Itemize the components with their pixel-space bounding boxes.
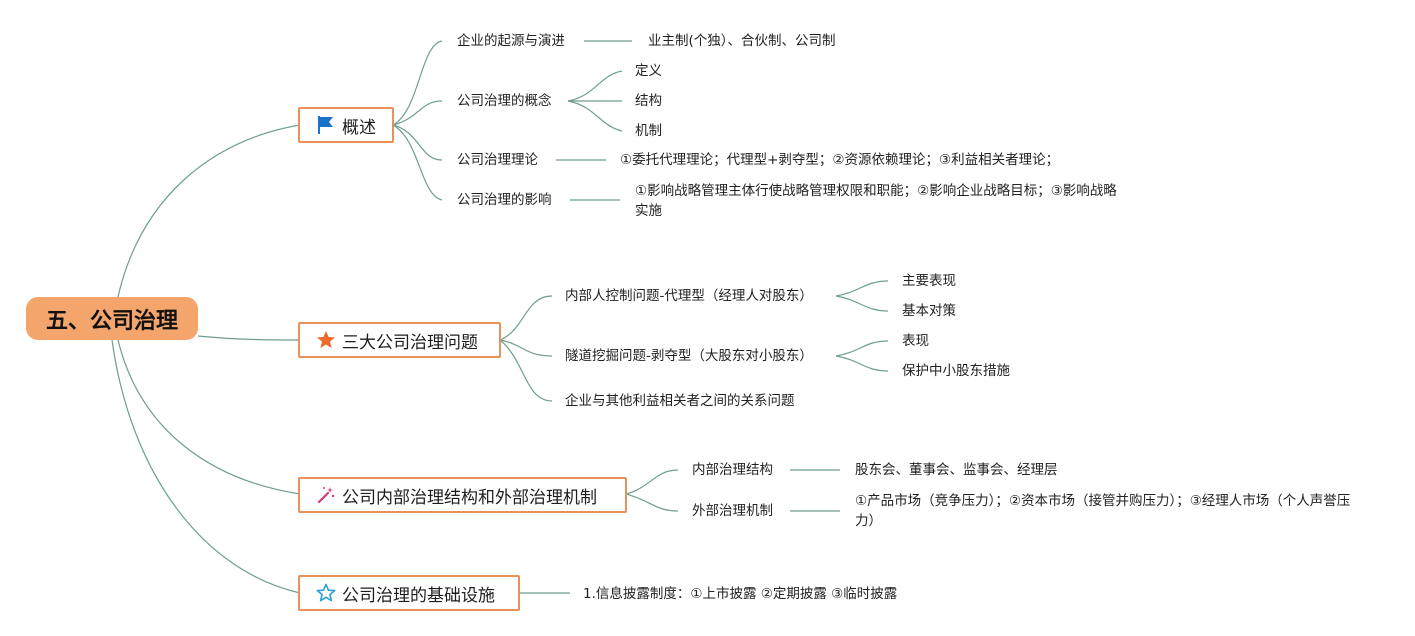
node-disclosure-label: 1.信息披露制度：①上市披露 ②定期披露 ③临时披露	[583, 586, 898, 602]
connector-overview-2	[392, 100, 443, 126]
root-label: 五、公司治理	[45, 308, 178, 334]
connector-insider-1	[835, 280, 889, 297]
node-external-mechanism[interactable]: 外部治理机制	[692, 501, 773, 521]
node-origin-label: 企业的起源与演进	[457, 33, 565, 49]
branch-issues[interactable]: 三大公司治理问题	[298, 322, 501, 358]
branch-issues-label: 三大公司治理问题	[342, 332, 478, 353]
node-concept-mechanism-label: 机制	[635, 123, 662, 139]
node-impact-label: 公司治理的影响	[457, 192, 552, 208]
flag-icon	[316, 115, 336, 135]
branch-structure-label: 公司内部治理结构和外部治理机制	[342, 487, 597, 508]
connector-issues-1	[499, 295, 553, 341]
node-internal-structure-label: 内部治理结构	[692, 462, 773, 478]
node-theory-label: 公司治理理论	[457, 152, 538, 168]
branch-overview[interactable]: 概述	[298, 107, 394, 143]
node-insider-measures[interactable]: 基本对策	[902, 301, 956, 321]
node-insider-main[interactable]: 主要表现	[902, 271, 956, 291]
branch-infrastructure[interactable]: 公司治理的基础设施	[298, 575, 520, 611]
root-node[interactable]: 五、公司治理	[26, 297, 198, 340]
node-concept-structure-label: 结构	[635, 93, 662, 109]
node-concept-structure[interactable]: 结构	[635, 91, 662, 111]
node-origin-detail[interactable]: 业主制(个独）、合伙制、公司制	[648, 31, 836, 51]
connector-overview-4	[392, 124, 443, 201]
node-concept[interactable]: 公司治理的概念	[457, 91, 552, 111]
node-disclosure[interactable]: 1.信息披露制度：①上市披露 ②定期披露 ③临时披露	[583, 584, 897, 604]
branch-infrastructure-label: 公司治理的基础设施	[342, 585, 495, 606]
node-tunneling-protect[interactable]: 保护中小股东措施	[902, 361, 1010, 381]
node-internal-detail[interactable]: 股东会、董事会、监事会、经理层	[855, 460, 1058, 480]
node-origin-detail-text: 业主制(个独）、合伙制、公司制	[648, 33, 836, 49]
node-external-detail-text: ①产品市场（竞争压力）；②资本市场（接管并购压力）；③经理人市场（个人声誉压力）	[855, 493, 1351, 529]
star-outline-icon	[316, 583, 336, 603]
node-origin[interactable]: 企业的起源与演进	[457, 31, 565, 51]
connector-overview-3	[392, 124, 443, 161]
star-icon	[316, 330, 336, 350]
node-theory[interactable]: 公司治理理论	[457, 150, 538, 170]
connector-structure-1	[625, 469, 679, 495]
node-tunneling-manifest-label: 表现	[902, 333, 929, 349]
node-insider-main-label: 主要表现	[902, 273, 956, 289]
node-insider-control-label: 内部人控制问题-代理型（经理人对股东）	[565, 288, 813, 304]
node-insider-measures-label: 基本对策	[902, 303, 956, 319]
node-tunneling-manifest[interactable]: 表现	[902, 331, 929, 351]
node-external-detail[interactable]: ①产品市场（竞争压力）；②资本市场（接管并购压力）；③经理人市场（个人声誉压力）	[855, 491, 1355, 531]
node-internal-structure[interactable]: 内部治理结构	[692, 460, 773, 480]
connector-issues-3	[499, 339, 553, 402]
node-concept-label: 公司治理的概念	[457, 93, 552, 109]
node-theory-detail[interactable]: ①委托代理理论；代理型+剥夺型；②资源依赖理论；③利益相关者理论；	[620, 150, 1059, 170]
node-concept-definition-label: 定义	[635, 63, 662, 79]
branch-overview-label: 概述	[342, 117, 376, 138]
node-stakeholders[interactable]: 企业与其他利益相关者之间的关系问题	[565, 391, 795, 411]
connector-tunnel-2	[835, 355, 889, 372]
connector-root-infra	[111, 339, 301, 594]
node-concept-mechanism[interactable]: 机制	[635, 121, 662, 141]
connector-root-structure	[117, 339, 301, 495]
node-insider-control[interactable]: 内部人控制问题-代理型（经理人对股东）	[565, 286, 813, 306]
node-theory-detail-text: ①委托代理理论；代理型+剥夺型；②资源依赖理论；③利益相关者理论；	[620, 152, 1060, 168]
connector-concept-3	[567, 100, 623, 132]
node-stakeholders-label: 企业与其他利益相关者之间的关系问题	[565, 393, 795, 409]
node-internal-detail-text: 股东会、董事会、监事会、经理层	[855, 462, 1058, 478]
connector-root-issues	[197, 335, 301, 341]
node-tunneling-label: 隧道挖掘问题-剥夺型（大股东对小股东）	[565, 348, 813, 364]
connector-tunnel-1	[835, 340, 889, 357]
node-tunneling[interactable]: 隧道挖掘问题-剥夺型（大股东对小股东）	[565, 346, 813, 366]
connector-structure-2	[625, 493, 679, 512]
node-tunneling-protect-label: 保护中小股东措施	[902, 363, 1010, 379]
connector-root-overview	[117, 124, 301, 298]
connector-overview-1	[392, 40, 443, 126]
magic-wand-icon	[316, 485, 336, 505]
node-external-mechanism-label: 外部治理机制	[692, 503, 773, 519]
node-concept-definition[interactable]: 定义	[635, 61, 662, 81]
node-impact-detail[interactable]: ①影响战略管理主体行使战略管理权限和职能；②影响企业战略目标；③影响战略实施	[635, 181, 1130, 221]
connector-issues-2	[499, 339, 553, 357]
connector-concept-1	[567, 70, 623, 102]
node-impact-detail-text: ①影响战略管理主体行使战略管理权限和职能；②影响企业战略目标；③影响战略实施	[635, 183, 1117, 219]
node-impact[interactable]: 公司治理的影响	[457, 190, 552, 210]
branch-structure[interactable]: 公司内部治理结构和外部治理机制	[298, 477, 627, 513]
connector-insider-2	[835, 295, 889, 312]
